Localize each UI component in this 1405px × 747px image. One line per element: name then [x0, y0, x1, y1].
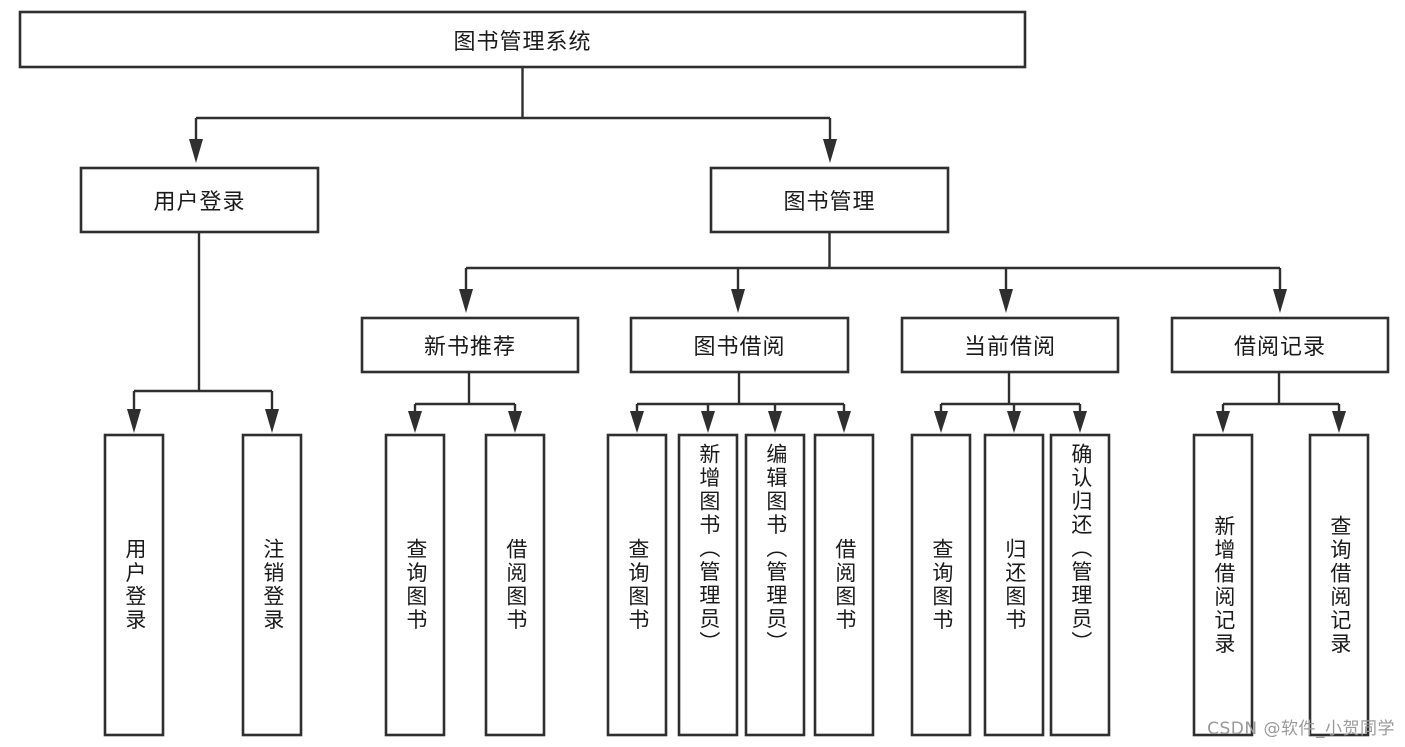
node-box-leaf-borrow-book-1[interactable]	[484, 433, 546, 737]
node-box-new-book-rec[interactable]	[360, 316, 580, 374]
connector-group-newbookrec	[408, 372, 522, 433]
arrow-head-leaf-borrow-book-2	[837, 411, 851, 433]
node-box-book-borrow[interactable]	[629, 316, 850, 374]
node-box-leaf-confirm-return[interactable]	[1049, 433, 1111, 737]
node-box-leaf-add-record[interactable]	[1192, 433, 1254, 737]
arrow-head-leaf-add-book	[701, 411, 715, 433]
connector-group-currentborrow	[934, 372, 1087, 433]
arrow-head-bookmanage	[823, 139, 837, 163]
arrow-head-leaf-user-login	[127, 409, 141, 433]
arrow-head-current-borrow	[999, 289, 1013, 313]
arrow-head-leaf-query-record	[1332, 411, 1346, 433]
node-box-current-borrow[interactable]	[900, 316, 1120, 374]
node-box-user-login[interactable]	[79, 166, 320, 234]
node-box-leaf-query-book-2[interactable]	[606, 433, 668, 737]
node-box-book-manage[interactable]	[709, 166, 950, 234]
arrow-head-leaf-return-book	[1007, 411, 1021, 433]
arrow-head-borrow-record	[1273, 289, 1287, 313]
arrow-head-leaf-query-book-1	[408, 411, 422, 433]
arrow-head-leaf-edit-book	[768, 411, 782, 433]
node-box-leaf-borrow-book-2[interactable]	[813, 433, 875, 737]
connector-group-root	[189, 67, 837, 163]
node-box-leaf-return-book[interactable]	[983, 433, 1045, 737]
node-box-root[interactable]	[18, 10, 1027, 69]
node-box-borrow-record[interactable]	[1170, 316, 1390, 374]
node-box-leaf-add-book[interactable]	[677, 433, 739, 737]
connector-group-bookmanage	[459, 232, 1287, 313]
arrow-head-new-book-rec	[459, 289, 473, 313]
arrow-head-leaf-query-book-2	[630, 411, 644, 433]
arrow-head-leaf-add-record	[1216, 411, 1230, 433]
connector-group-bookborrow	[630, 372, 851, 433]
node-box-leaf-query-record[interactable]	[1308, 433, 1370, 737]
arrow-head-leaf-confirm-return	[1073, 411, 1087, 433]
arrow-head-book-borrow	[731, 289, 745, 313]
connector-group-borrowrecord	[1216, 372, 1346, 433]
connector-group-userlogin	[127, 232, 279, 433]
arrow-head-userlogin	[189, 139, 203, 163]
node-box-leaf-query-book-3[interactable]	[910, 433, 972, 737]
arrow-head-leaf-query-book-3	[934, 411, 948, 433]
node-box-leaf-user-login[interactable]	[103, 433, 165, 737]
node-box-leaf-query-book-1[interactable]	[384, 433, 446, 737]
arrow-head-leaf-user-logout	[265, 409, 279, 433]
node-box-leaf-edit-book[interactable]	[744, 433, 806, 737]
node-box-leaf-user-logout[interactable]	[241, 433, 303, 737]
arrow-head-leaf-borrow-book-1	[508, 411, 522, 433]
